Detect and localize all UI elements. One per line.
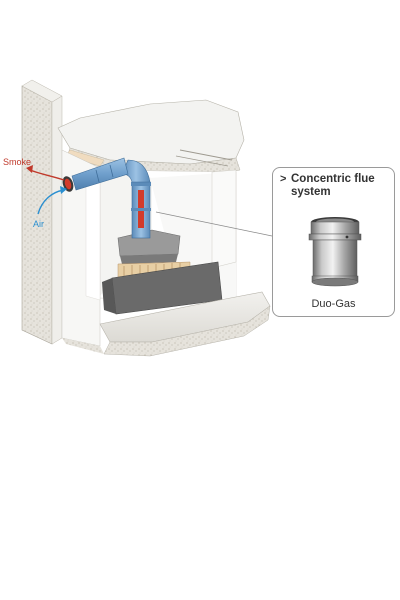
callout-box[interactable]: > Concentric flue system Duo-Gas: [272, 167, 395, 317]
smoke-arrow-icon: [26, 165, 65, 181]
hearth-floor: [62, 291, 271, 357]
callout-title: Concentric flue system: [291, 173, 375, 198]
duo-gas-pipe-icon: [308, 217, 362, 287]
callout-arrow-icon: >: [280, 173, 287, 185]
firebox-front: [102, 261, 223, 315]
left-wall: [21, 79, 63, 345]
air-arrow-icon: [37, 186, 67, 215]
smoke-label: Smoke: [3, 157, 32, 167]
air-label: Air: [33, 219, 44, 229]
product-name: Duo-Gas: [311, 298, 356, 310]
right-pillar: [211, 169, 237, 269]
left-jamb: [61, 149, 101, 347]
horizontal-flue-pipe: [62, 157, 151, 192]
callout-leader-line: [155, 211, 273, 237]
vertical-flue-pipe: [131, 181, 151, 239]
